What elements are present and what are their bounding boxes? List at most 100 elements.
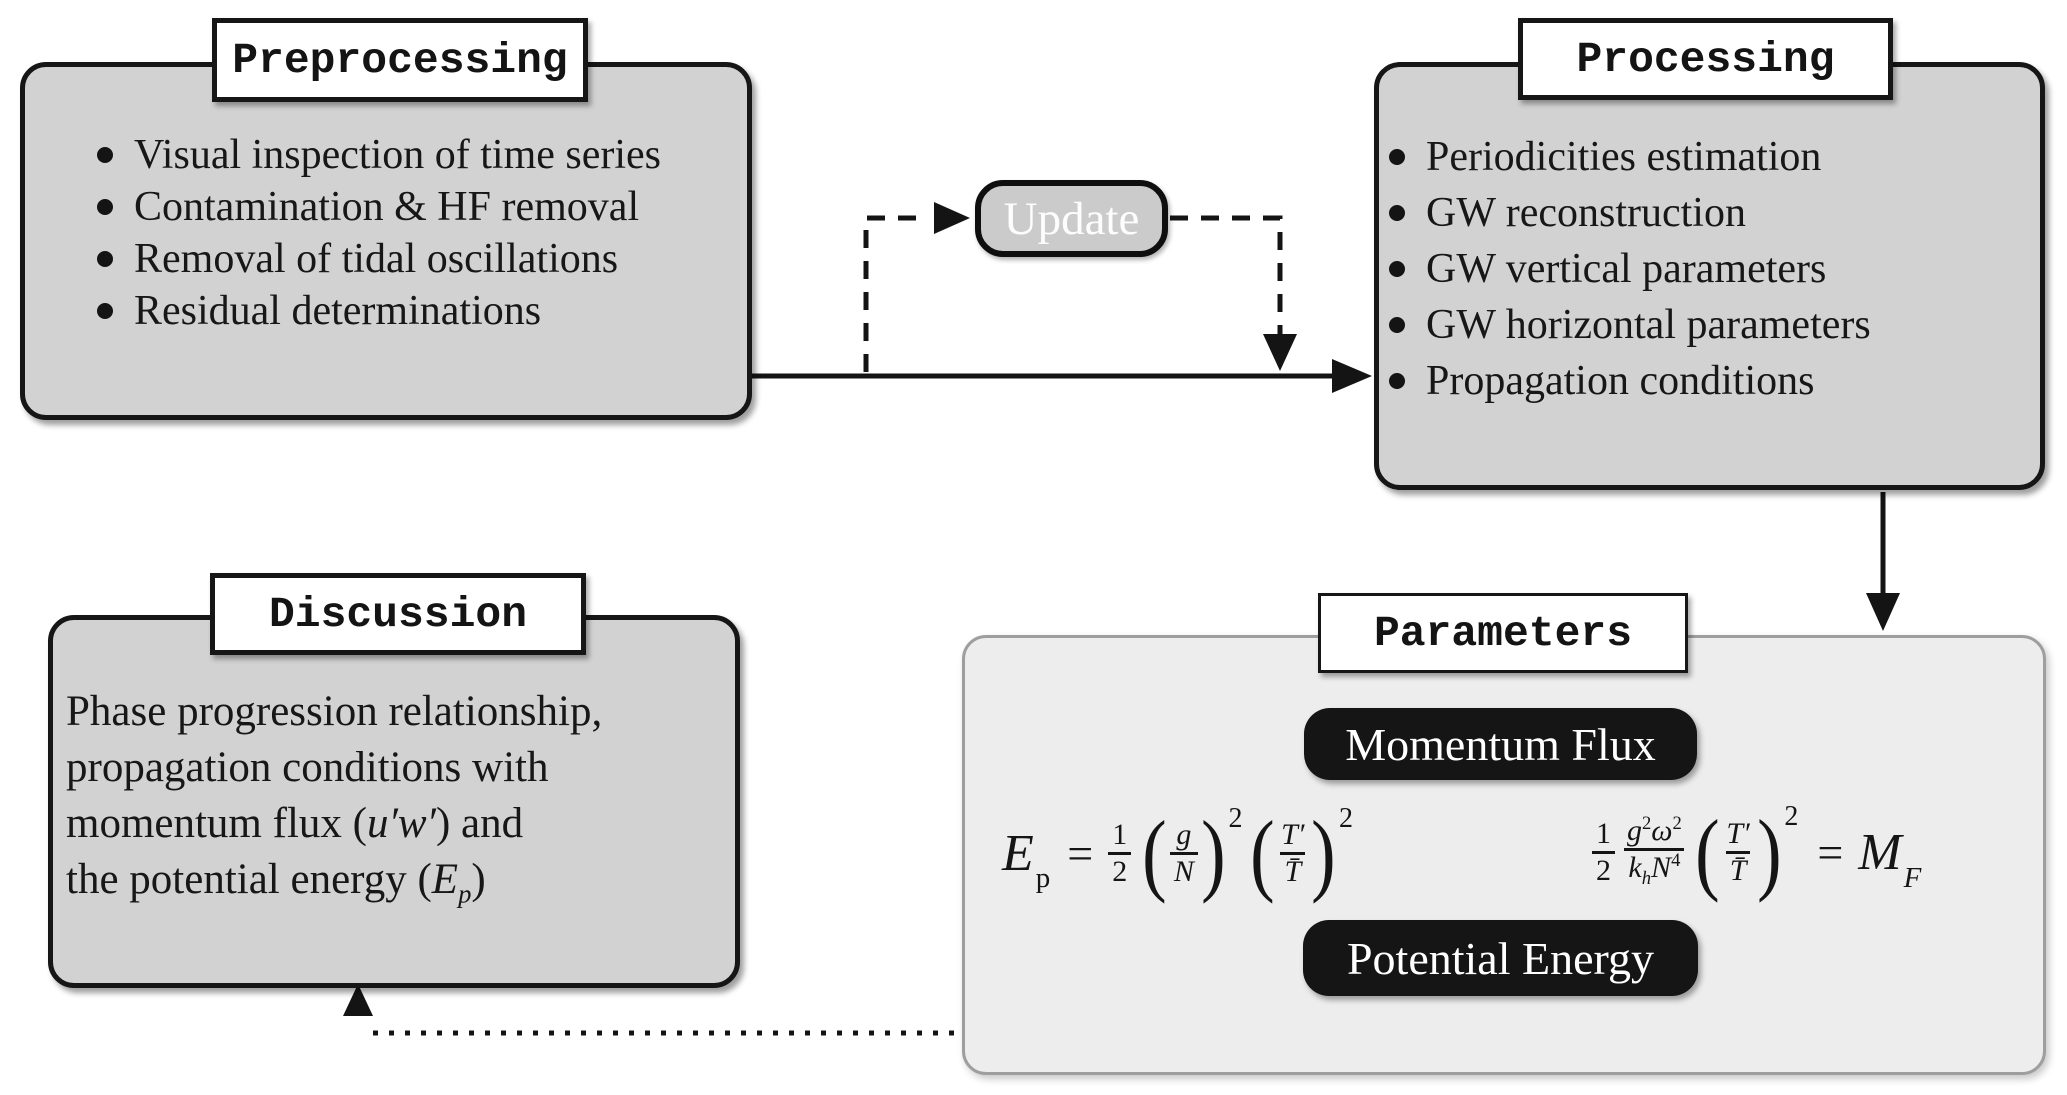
math-subscript: F xyxy=(1903,862,1922,894)
list-item: Propagation conditions xyxy=(1389,353,1871,409)
bullet-icon xyxy=(97,147,113,163)
math-symbol: M xyxy=(1858,823,1902,881)
text-segment: momentum flux ( xyxy=(66,800,367,847)
denominator: T̄ xyxy=(1725,850,1751,888)
list-item-label: Periodicities estimation xyxy=(1426,134,1822,180)
left-paren: ( xyxy=(1249,802,1275,904)
bullet-icon xyxy=(1389,261,1405,277)
equals-sign: = xyxy=(1817,826,1844,878)
math-ep-subscript: p xyxy=(458,878,472,909)
numerator: 1 xyxy=(1596,816,1611,850)
list-item: GW vertical parameters xyxy=(1389,241,1871,297)
exponent: 2 xyxy=(1339,803,1354,834)
preprocessing-box xyxy=(20,62,752,420)
math-ep-symbol: E xyxy=(431,856,459,903)
update-node: Update xyxy=(975,180,1168,257)
denominator: 2 xyxy=(1592,850,1615,888)
list-item-label: Propagation conditions xyxy=(1426,358,1815,404)
bullet-icon xyxy=(1389,149,1405,165)
exponent: 4 xyxy=(1671,849,1681,871)
right-paren: ) xyxy=(1200,802,1226,904)
denominator: N xyxy=(1169,851,1198,889)
momentum-flux-formula: 1 2 g2ω2 khN4 ( T′ T̄ ) 2 = M F xyxy=(1592,795,1923,909)
equals-sign: = xyxy=(1067,827,1094,879)
fraction-g-over-N: g N xyxy=(1169,817,1198,889)
exponent: 2 xyxy=(1784,801,1799,832)
discussion-line: propagation conditions with xyxy=(66,744,549,791)
list-item-label: Residual determinations xyxy=(134,288,542,334)
discussion-line: Phase progression relationship, xyxy=(66,688,603,735)
left-paren: ( xyxy=(1694,801,1720,903)
list-item: Residual determinations xyxy=(97,285,661,337)
right-paren: ) xyxy=(1311,802,1336,904)
preprocessing-to-processing-arrowhead xyxy=(1332,359,1372,393)
text-segment: ) and xyxy=(435,800,524,847)
list-item-label: GW reconstruction xyxy=(1426,190,1746,236)
processing-title: Processing xyxy=(1518,18,1893,100)
fraction-Tprime-over-Tbar: T′ T̄ xyxy=(1277,818,1308,888)
bullet-icon xyxy=(1389,317,1405,333)
list-item: Periodicities estimation xyxy=(1389,129,1871,185)
list-item: Removal of tidal oscillations xyxy=(97,233,661,285)
fraction-one-half: 1 2 xyxy=(1108,817,1132,889)
fraction-Tprime-over-Tbar: T′ T̄ xyxy=(1722,817,1753,887)
list-item-label: Removal of tidal oscillations xyxy=(134,236,619,282)
processing-list: Periodicities estimation GW reconstructi… xyxy=(1389,129,1871,409)
potential-energy-formula: E p = 1 2 ( g N ) 2 ( T′ T̄ ) 2 xyxy=(1002,797,1357,909)
math-symbol: g xyxy=(1627,814,1642,848)
discussion-line: the potential energy (Ep) xyxy=(66,852,602,922)
fraction-g2w2-over-khN4: g2ω2 khN4 xyxy=(1623,813,1686,890)
bullet-icon xyxy=(1389,205,1405,221)
list-item-label: Visual inspection of time series xyxy=(134,132,662,178)
potential-energy-node: Potential Energy xyxy=(1303,920,1698,996)
denominator: 2 xyxy=(1108,851,1132,889)
math-symbol: k xyxy=(1628,850,1642,884)
list-item: Contamination & HF removal xyxy=(97,181,661,233)
math-subscript: h xyxy=(1641,867,1652,889)
math-symbol: ω xyxy=(1651,814,1673,848)
list-item-label: GW vertical parameters xyxy=(1426,246,1827,292)
numerator: 1 xyxy=(1112,817,1128,851)
discussion-title: Discussion xyxy=(210,573,586,655)
numerator: T′ xyxy=(1726,816,1750,850)
discussion-text: Phase progression relationship, propagat… xyxy=(66,684,602,922)
math-symbol: N xyxy=(1651,850,1672,884)
numerator: g xyxy=(1176,817,1192,851)
preprocessing-title: Preprocessing xyxy=(212,18,588,102)
fraction-one-half: 1 2 xyxy=(1592,817,1615,887)
list-item: Visual inspection of time series xyxy=(97,129,661,181)
exponent: 2 xyxy=(1672,813,1682,835)
list-item: GW horizontal parameters xyxy=(1389,297,1871,353)
momentum-flux-node: Momentum Flux xyxy=(1304,708,1697,780)
math-subscript: p xyxy=(1035,862,1051,894)
denominator: T̄ xyxy=(1280,851,1306,889)
math-symbol: E xyxy=(1002,824,1034,882)
update-loop-out-arrowhead xyxy=(1263,334,1297,371)
update-loop-out-dashed-line xyxy=(1170,215,1283,334)
parameters-title: Parameters xyxy=(1318,593,1688,673)
denominator: khN4 xyxy=(1624,847,1685,890)
bullet-icon xyxy=(97,199,113,215)
list-item: GW reconstruction xyxy=(1389,185,1871,241)
left-paren: ( xyxy=(1142,802,1167,904)
math-momentum-flux-symbol: u′w′ xyxy=(366,800,436,847)
update-loop-in-dashed-line xyxy=(863,215,928,372)
parameters-to-discussion-arrowhead xyxy=(343,984,373,1016)
processing-to-parameters-arrowhead xyxy=(1866,593,1900,631)
text-segment: ) xyxy=(471,856,486,903)
exponent: 2 xyxy=(1642,813,1652,835)
preprocessing-list: Visual inspection of time series Contami… xyxy=(97,129,661,337)
list-item-label: GW horizontal parameters xyxy=(1426,302,1871,348)
processing-box xyxy=(1374,62,2045,490)
numerator: g2ω2 xyxy=(1623,813,1686,848)
update-loop-in-arrowhead xyxy=(934,202,970,234)
bullet-icon xyxy=(97,251,113,267)
discussion-line: momentum flux (u′w′) and xyxy=(66,796,602,852)
bullet-icon xyxy=(1389,373,1405,389)
numerator: T′ xyxy=(1281,817,1305,851)
exponent: 2 xyxy=(1228,803,1243,834)
bullet-icon xyxy=(97,303,113,319)
list-item-label: Contamination & HF removal xyxy=(134,184,640,230)
right-paren: ) xyxy=(1756,801,1782,903)
